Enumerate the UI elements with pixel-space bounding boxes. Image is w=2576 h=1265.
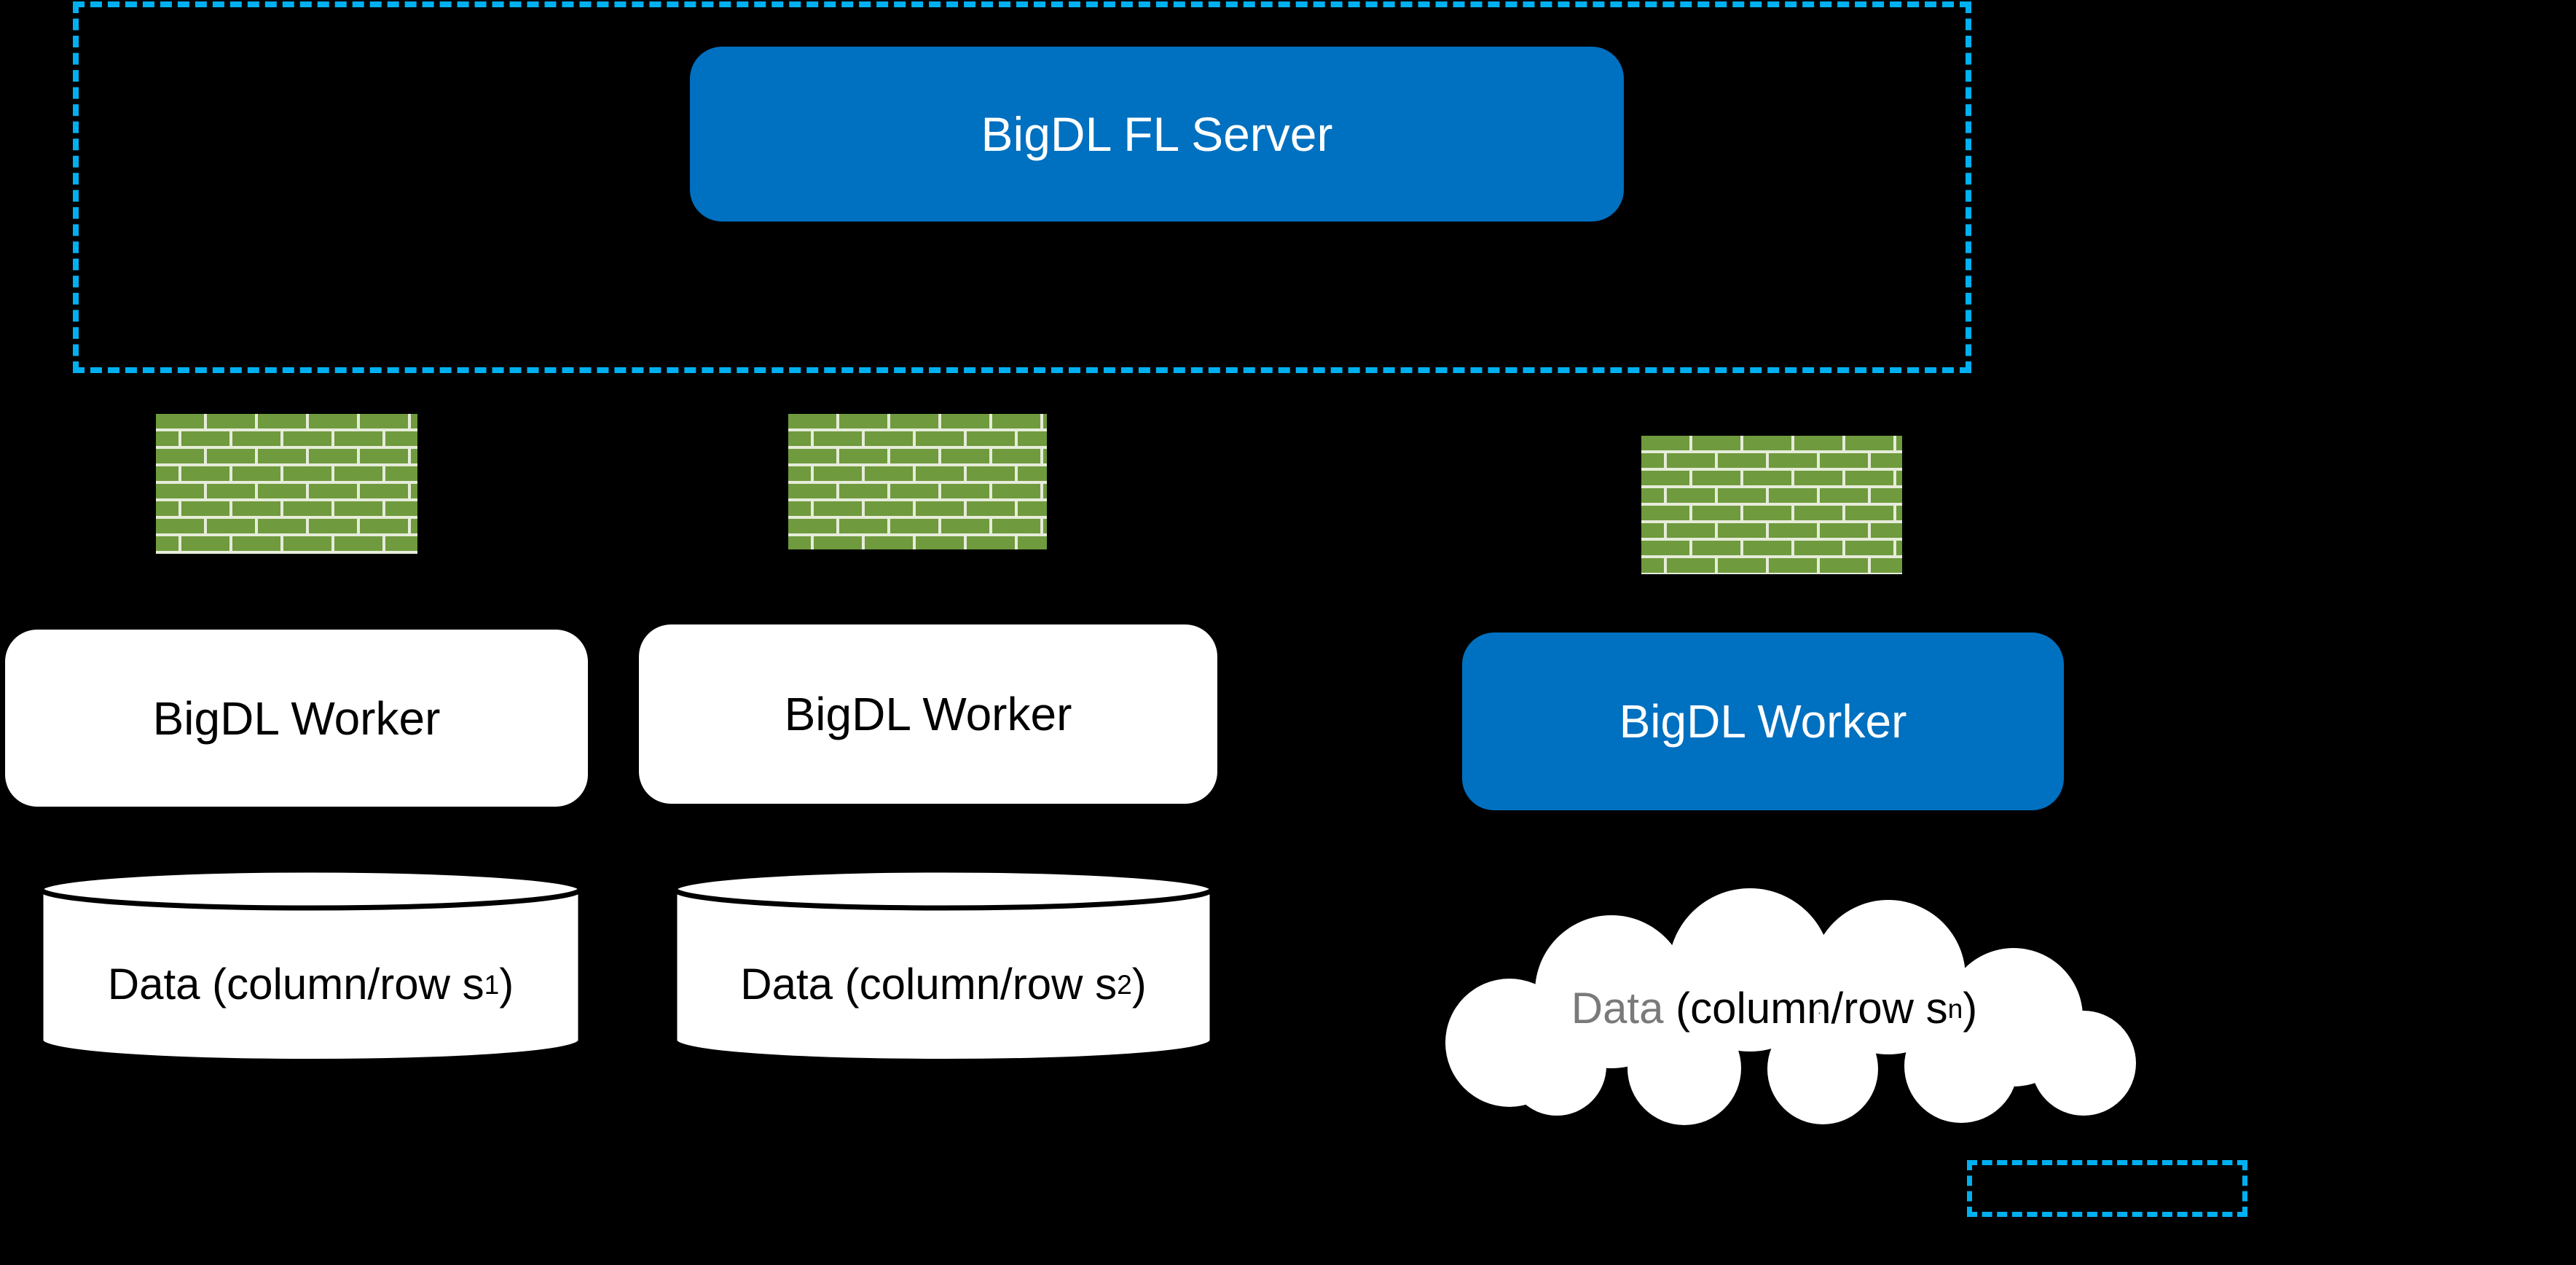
worker-node-3: BigDL Worker xyxy=(1462,632,2064,810)
firewall-icon xyxy=(788,414,1047,549)
database-cylinder-icon xyxy=(672,867,1215,1064)
dashed-legend-box xyxy=(1967,1160,2247,1217)
firewall-icon xyxy=(1641,436,1902,574)
worker-node-1: BigDL Worker xyxy=(5,630,588,807)
worker-label: BigDL Worker xyxy=(152,692,441,745)
cloud-icon xyxy=(1445,888,2136,1125)
server-boundary-dashed-box xyxy=(73,1,1971,373)
firewall-icon xyxy=(156,414,417,554)
worker-label: BigDL Worker xyxy=(784,688,1072,740)
fl-server-label: BigDL FL Server xyxy=(981,107,1333,161)
worker-node-2: BigDL Worker xyxy=(639,624,1217,804)
database-cylinder-icon xyxy=(38,867,584,1064)
fl-server-node: BigDL FL Server xyxy=(690,47,1624,222)
worker-label: BigDL Worker xyxy=(1619,695,1907,748)
